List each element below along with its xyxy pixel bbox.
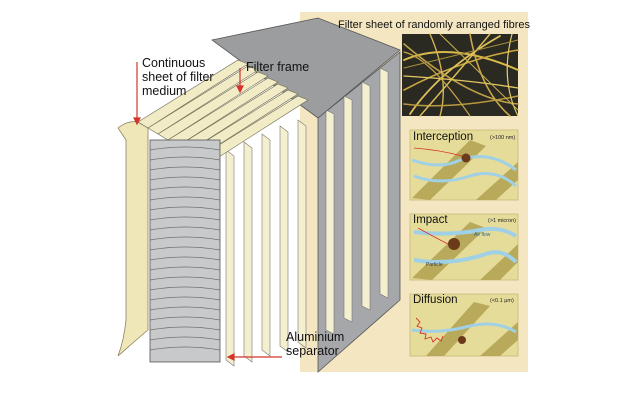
diffusion-panel — [409, 293, 519, 357]
diffusion-note: (<0.1 µm) — [490, 298, 514, 304]
interception-panel — [409, 129, 519, 201]
fibre-sheet-photo — [402, 34, 518, 116]
impact-panel — [409, 213, 519, 281]
diffusion-title: Diffusion — [413, 294, 458, 306]
frame-right-side — [317, 51, 401, 373]
impact-note: (>1 micron) — [488, 218, 516, 224]
pleats-right — [225, 67, 389, 367]
filter-frame-top — [211, 17, 401, 119]
label-continuous-sheet: Continuous sheet of filter medium — [142, 56, 214, 98]
aluminium-separator-stack — [149, 139, 221, 363]
label-filter-frame: Filter frame — [246, 60, 310, 74]
impact-particle-label: Particle — [426, 262, 443, 268]
label-aluminium-separator: Aluminium separator — [286, 330, 345, 358]
interception-note: (>100 nm) — [490, 135, 516, 141]
impact-flow-label: Air flow — [474, 232, 491, 238]
label-filter-sheet: Filter sheet of randomly arranged fibres — [338, 19, 530, 31]
interception-title: Interception — [413, 131, 474, 143]
medium-top-folds — [137, 59, 309, 165]
filter-medium-roll — [117, 121, 149, 357]
impact-title: Impact — [413, 214, 448, 226]
